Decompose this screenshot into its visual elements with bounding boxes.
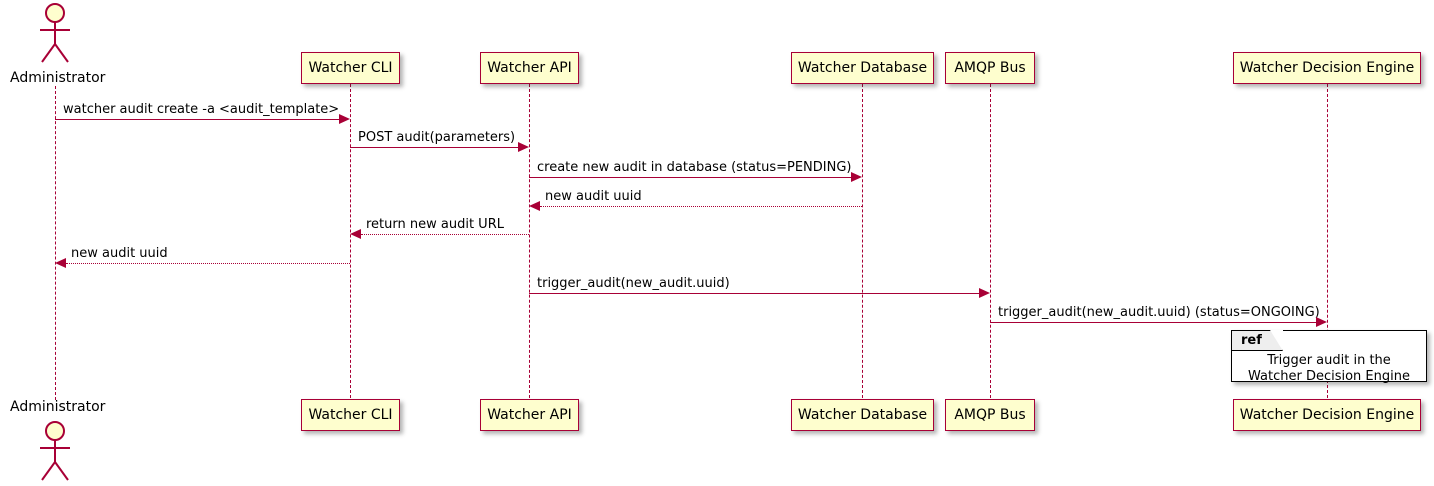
message-label-5: return new audit URL bbox=[366, 217, 504, 232]
participant-watcher-decision-engine-bottom[interactable]: Watcher Decision Engine bbox=[1233, 399, 1421, 431]
message-arrowhead-5 bbox=[350, 229, 361, 239]
actor-label-administrator-bottom: Administrator bbox=[10, 399, 106, 415]
message-arrowhead-6 bbox=[55, 258, 66, 268]
participant-label: AMQP Bus bbox=[954, 407, 1026, 423]
message-arrowhead-2 bbox=[518, 142, 529, 152]
message-line-4 bbox=[540, 206, 862, 207]
lifeline-watcher-database bbox=[862, 84, 863, 398]
participant-watcher-api-top[interactable]: Watcher API bbox=[480, 52, 579, 84]
participant-label: Watcher CLI bbox=[308, 407, 393, 423]
participant-label: AMQP Bus bbox=[954, 60, 1026, 76]
participant-watcher-cli-top[interactable]: Watcher CLI bbox=[301, 52, 400, 84]
ref-fragment: ref Trigger audit in the Watcher Decisio… bbox=[1231, 330, 1427, 385]
participant-watcher-database-top[interactable]: Watcher Database bbox=[791, 52, 934, 84]
participant-label: Watcher Decision Engine bbox=[1239, 60, 1415, 76]
participant-label: Watcher API bbox=[487, 60, 572, 76]
actor-label-administrator-top: Administrator bbox=[10, 70, 106, 86]
lifeline-watcher-decision-engine bbox=[1327, 84, 1328, 398]
lifeline-watcher-api bbox=[529, 84, 530, 398]
participant-watcher-database-bottom[interactable]: Watcher Database bbox=[791, 399, 934, 431]
message-arrowhead-7 bbox=[979, 288, 990, 298]
actor-administrator-top bbox=[25, 2, 85, 68]
actor-administrator-bottom bbox=[25, 420, 85, 486]
participant-label: Watcher API bbox=[487, 407, 572, 423]
message-line-8 bbox=[990, 322, 1316, 323]
message-arrowhead-8 bbox=[1316, 317, 1327, 327]
actor-stickman-icon bbox=[40, 3, 70, 63]
ref-fragment-tag: ref bbox=[1232, 330, 1283, 351]
ref-fragment-tag-notch-icon bbox=[1269, 330, 1283, 351]
participant-watcher-api-bottom[interactable]: Watcher API bbox=[480, 399, 579, 431]
message-label-6: new audit uuid bbox=[71, 246, 168, 261]
message-label-2: POST audit(parameters) bbox=[358, 130, 516, 145]
participant-amqp-bus-top[interactable]: AMQP Bus bbox=[945, 52, 1035, 84]
lifeline-administrator bbox=[55, 86, 56, 400]
message-label-1: watcher audit create -a <audit_template> bbox=[63, 102, 340, 117]
ref-fragment-text-line-2: Watcher Decision Engine bbox=[1248, 369, 1410, 384]
message-line-2 bbox=[350, 147, 518, 148]
lifeline-amqp-bus bbox=[990, 84, 991, 398]
message-line-3 bbox=[529, 177, 851, 178]
message-arrowhead-1 bbox=[339, 114, 350, 124]
participant-watcher-decision-engine-top[interactable]: Watcher Decision Engine bbox=[1233, 52, 1421, 84]
participant-label: Watcher Database bbox=[797, 60, 928, 76]
participant-label: Watcher Database bbox=[797, 407, 928, 423]
lifeline-watcher-cli bbox=[350, 84, 351, 398]
ref-fragment-text-line-1: Trigger audit in the bbox=[1267, 353, 1391, 368]
message-label-4: new audit uuid bbox=[545, 189, 642, 204]
message-line-7 bbox=[529, 293, 979, 294]
message-arrowhead-4 bbox=[529, 201, 540, 211]
participant-amqp-bus-bottom[interactable]: AMQP Bus bbox=[945, 399, 1035, 431]
message-label-7: trigger_audit(new_audit.uuid) bbox=[537, 276, 730, 291]
message-line-5 bbox=[361, 234, 529, 235]
message-label-8: trigger_audit(new_audit.uuid) (status=ON… bbox=[998, 305, 1320, 320]
message-arrowhead-3 bbox=[851, 172, 862, 182]
participant-label: Watcher Decision Engine bbox=[1239, 407, 1415, 423]
participant-watcher-cli-bottom[interactable]: Watcher CLI bbox=[301, 399, 400, 431]
ref-fragment-text: Trigger audit in the Watcher Decision En… bbox=[1232, 353, 1426, 385]
message-line-6 bbox=[66, 263, 350, 264]
participant-label: Watcher CLI bbox=[308, 60, 393, 76]
message-line-1 bbox=[55, 119, 339, 120]
ref-fragment-tag-label: ref bbox=[1241, 333, 1262, 348]
message-label-3: create new audit in database (status=PEN… bbox=[537, 160, 852, 175]
actor-stickman-icon bbox=[40, 421, 70, 481]
